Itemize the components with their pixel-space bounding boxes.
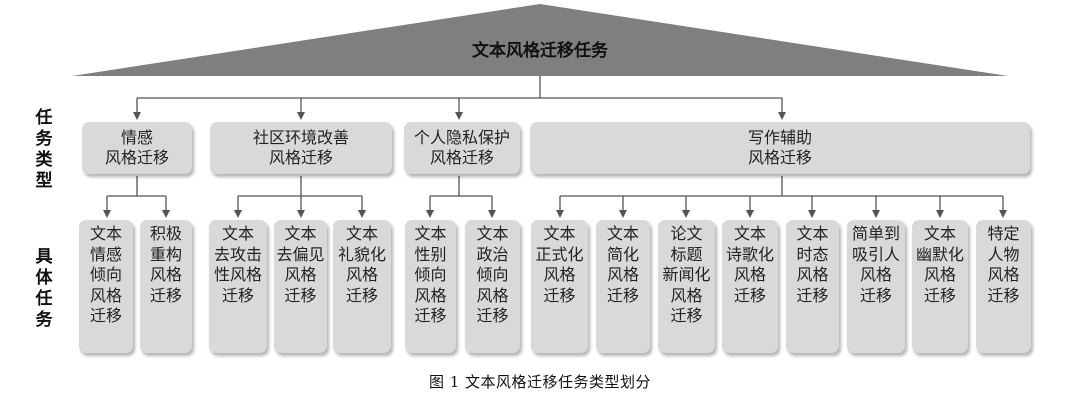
arrowhead bbox=[358, 210, 366, 218]
arrowhead bbox=[619, 210, 627, 218]
arrowhead bbox=[133, 112, 141, 120]
task-box-debias: 文本 去偏见 风格 迁移 bbox=[274, 220, 327, 353]
task-box-humor: 文本 幽默化 风格 迁移 bbox=[912, 220, 968, 353]
task-label: 文本 幽默化 风格 迁移 bbox=[915, 224, 964, 305]
category-box-writing: 写作辅助 风格迁移 bbox=[530, 122, 1030, 174]
task-box-gender: 文本 性别 倾向 风格 迁移 bbox=[405, 220, 456, 353]
arrowhead bbox=[808, 210, 816, 218]
task-box-tense: 文本 时态 风格 迁移 bbox=[786, 220, 839, 353]
category-box-emotion: 情感 风格迁移 bbox=[82, 122, 192, 174]
task-label: 文本 情感 倾向 风格 迁移 bbox=[89, 224, 122, 325]
task-label: 积极 重构 风格 迁移 bbox=[149, 224, 182, 305]
task-label: 文本 性别 倾向 风格 迁移 bbox=[414, 224, 447, 325]
arrowhead bbox=[872, 210, 880, 218]
category-box-community: 社区环境改善 风格迁移 bbox=[210, 122, 392, 174]
task-label: 文本 简化 风格 迁移 bbox=[606, 224, 639, 305]
arrowhead bbox=[297, 210, 305, 218]
task-box-attractive: 简单到 吸引人 风格 迁移 bbox=[847, 220, 905, 353]
figure-caption: 图 1 文本风格迁移任务类型划分 bbox=[428, 373, 652, 391]
task-box-persona: 特定 人物 风格 迁移 bbox=[976, 220, 1031, 353]
arrowhead bbox=[682, 210, 690, 218]
task-box-poetry: 文本 诗歌化 风格 迁移 bbox=[722, 220, 778, 353]
root-triangle bbox=[72, 4, 1008, 76]
arrowhead bbox=[297, 112, 305, 120]
task-label: 论文 标题 新闻化 风格 迁移 bbox=[662, 224, 711, 325]
task-box-emotion-tendency: 文本 情感 倾向 风格 迁移 bbox=[79, 220, 133, 353]
arrowhead bbox=[455, 112, 463, 120]
task-box-simplification: 文本 简化 风格 迁移 bbox=[596, 220, 650, 353]
arrowhead bbox=[936, 210, 944, 218]
arrowhead bbox=[488, 210, 496, 218]
arrowhead bbox=[162, 210, 170, 218]
arrowhead bbox=[103, 210, 111, 218]
category-label: 个人隐私保护 风格迁移 bbox=[413, 128, 510, 167]
task-box-detoxify: 文本 去攻击 性风格 迁移 bbox=[209, 220, 267, 353]
task-label: 文本 礼貌化 风格 迁移 bbox=[337, 224, 386, 305]
task-box-formality: 文本 正式化 风格 迁移 bbox=[531, 220, 588, 353]
task-label: 特定 人物 风格 迁移 bbox=[987, 224, 1020, 305]
task-label: 文本 去攻击 性风格 迁移 bbox=[213, 224, 262, 305]
task-box-positive-reframe: 积极 重构 风格 迁移 bbox=[140, 220, 192, 353]
task-label: 文本 正式化 风格 迁移 bbox=[535, 224, 584, 305]
arrowhead bbox=[556, 210, 564, 218]
task-label: 文本 诗歌化 风格 迁移 bbox=[725, 224, 774, 305]
arrowhead bbox=[426, 210, 434, 218]
side-label-category: 任 务 类 型 bbox=[35, 108, 53, 191]
category-label: 写作辅助 风格迁移 bbox=[747, 128, 812, 167]
task-box-politeness: 文本 礼貌化 风格 迁移 bbox=[333, 220, 391, 353]
root-title: 文本风格迁移任务 bbox=[472, 41, 608, 61]
side-label-specific: 具 体 任 务 bbox=[35, 247, 53, 330]
task-label: 文本 时态 风格 迁移 bbox=[796, 224, 829, 305]
task-box-political: 文本 政治 倾向 风格 迁移 bbox=[465, 220, 520, 353]
arrowhead bbox=[234, 210, 242, 218]
category-label: 社区环境改善 风格迁移 bbox=[252, 128, 349, 167]
arrowhead bbox=[999, 210, 1007, 218]
arrowhead bbox=[778, 112, 786, 120]
task-label: 文本 去偏见 风格 迁移 bbox=[276, 224, 325, 305]
category-label: 情感 风格迁移 bbox=[104, 128, 169, 167]
task-label: 简单到 吸引人 风格 迁移 bbox=[851, 224, 900, 305]
task-box-headline: 论文 标题 新闻化 风格 迁移 bbox=[658, 220, 715, 353]
task-label: 文本 政治 倾向 风格 迁移 bbox=[476, 224, 509, 325]
arrowhead bbox=[746, 210, 754, 218]
category-box-privacy: 个人隐私保护 风格迁移 bbox=[404, 122, 520, 174]
